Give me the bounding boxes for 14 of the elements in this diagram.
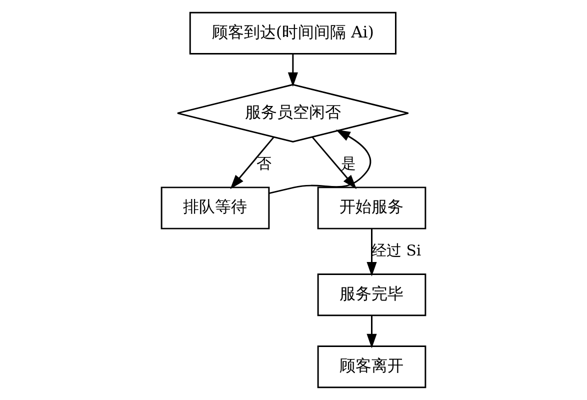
node-box: 排队等待 xyxy=(160,186,270,230)
arrow xyxy=(230,136,274,190)
edge-label: 是 xyxy=(340,155,356,172)
arrow xyxy=(312,136,357,190)
arrow xyxy=(288,54,298,87)
edge-label: 经过 Si xyxy=(371,242,422,260)
node-box: 顾客离开 xyxy=(317,345,426,388)
arrow xyxy=(268,130,372,194)
node-box: 开始服务 xyxy=(317,186,426,230)
edge-label: 否 xyxy=(256,155,272,172)
node-box: 服务完毕 xyxy=(317,274,426,316)
arrow xyxy=(366,316,377,348)
arrow xyxy=(366,228,377,276)
node-box: 顾客到达(时间间隔 Ai) xyxy=(189,12,396,55)
